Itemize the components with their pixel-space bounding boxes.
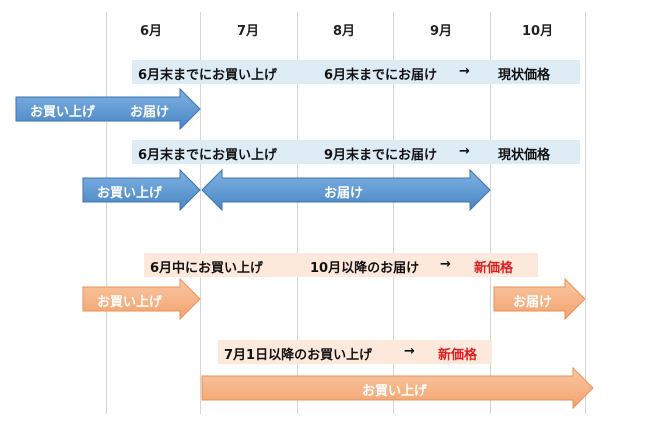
band-delivery-text: 9月末までにお届け bbox=[324, 148, 438, 163]
arrow-row4-purchase bbox=[201, 366, 594, 410]
band-price-text: 現状価格 bbox=[498, 148, 551, 163]
arrow-row1-purchase-delivery bbox=[15, 87, 201, 131]
band-price-text: 新価格 bbox=[474, 261, 514, 276]
condition-band-4: 7月1日以降のお買い上げ → 新価格 bbox=[218, 340, 492, 364]
condition-band-3: 6月中にお買い上げ 10月以降のお届け → 新価格 bbox=[144, 253, 538, 277]
band-arrow-text: → bbox=[404, 344, 415, 359]
arrow-label-deliver: お届け bbox=[513, 295, 553, 310]
arrow-label-buy: お買い上げ bbox=[362, 384, 428, 399]
arrow-label-deliver: お届け bbox=[324, 186, 364, 201]
gridline bbox=[106, 12, 107, 414]
gridline bbox=[297, 12, 298, 414]
band-purchase-text: 6月末までにお買い上げ bbox=[138, 148, 278, 163]
month-june: 6月 bbox=[140, 24, 163, 39]
condition-band-1: 6月末までにお買い上げ 6月末までにお届け → 現状価格 bbox=[132, 60, 580, 84]
band-purchase-text: 7月1日以降のお買い上げ bbox=[224, 348, 373, 363]
gridline bbox=[585, 12, 586, 414]
month-october: 10月 bbox=[522, 24, 554, 39]
band-arrow-text: → bbox=[459, 144, 470, 159]
month-july: 7月 bbox=[237, 24, 260, 39]
band-price-text: 新価格 bbox=[438, 348, 478, 363]
arrow-label-buy: お買い上げ bbox=[97, 295, 163, 310]
arrow-label-deliver: お届け bbox=[130, 105, 170, 120]
condition-band-2: 6月末までにお買い上げ 9月末までにお届け → 現状価格 bbox=[132, 140, 580, 164]
arrow-row3-delivery bbox=[493, 277, 586, 321]
band-arrow-text: → bbox=[440, 257, 451, 272]
arrow-row2-purchase bbox=[82, 168, 201, 212]
month-august: 8月 bbox=[333, 24, 356, 39]
arrow-row3-purchase bbox=[82, 277, 201, 321]
gridline bbox=[490, 12, 491, 414]
band-arrow-text: → bbox=[459, 64, 470, 79]
arrow-label-buy: お買い上げ bbox=[97, 186, 163, 201]
month-september: 9月 bbox=[430, 24, 453, 39]
arrow-label-buy: お買い上げ bbox=[30, 105, 96, 120]
band-purchase-text: 6月中にお買い上げ bbox=[150, 261, 264, 276]
gridline bbox=[200, 12, 201, 414]
gridline bbox=[393, 12, 394, 414]
band-delivery-text: 6月末までにお届け bbox=[324, 68, 438, 83]
band-delivery-text: 10月以降のお届け bbox=[310, 261, 420, 276]
band-purchase-text: 6月末までにお買い上げ bbox=[138, 68, 278, 83]
band-price-text: 現状価格 bbox=[498, 68, 551, 83]
arrow-row2-delivery bbox=[201, 168, 491, 212]
